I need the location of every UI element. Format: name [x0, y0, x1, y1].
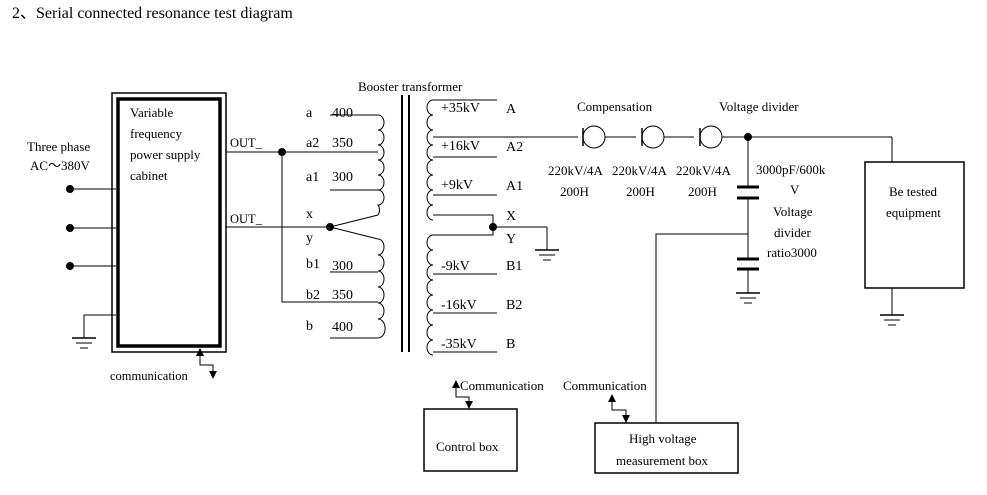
hv-box-label-line1: High voltage: [629, 431, 697, 446]
primary-tap-b: b: [306, 319, 313, 334]
phase-terminal-2: [66, 224, 74, 232]
booster-title: Booster transformer: [358, 79, 463, 94]
reactor-2-icon: [641, 125, 665, 149]
secondary-tap-Y: Y: [506, 232, 516, 247]
reactor-2-inductance: 200H: [626, 184, 655, 199]
hv-comm-label: Communication: [563, 378, 647, 393]
wire-x: [329, 214, 379, 228]
primary-volt-b2: 350: [332, 288, 353, 303]
source-label-line2: AC～380V: [30, 158, 91, 173]
power-supply-cabinet: [111, 92, 227, 353]
hv-box-label-line2: measurement box: [616, 453, 709, 468]
phase-terminal-3: [66, 262, 74, 270]
hv-comm-arrow-icon: [608, 394, 630, 423]
divider-capacitors: [737, 137, 759, 293]
junction-primary-top: [278, 148, 286, 156]
primary-tap-a2: a2: [306, 136, 319, 151]
wire-y: [329, 226, 379, 240]
secondary-ground-icon: [535, 227, 559, 261]
divider-ratio-line3: ratio3000: [767, 245, 817, 260]
primary-volt-b1: 300: [332, 259, 353, 274]
reactor-1-rating: 220kV/4A: [548, 163, 604, 178]
secondary-tap-B1: B1: [506, 259, 522, 274]
primary-tap-b1: b1: [306, 257, 320, 272]
dut-label-line2: equipment: [886, 205, 941, 220]
cabinet-ground-icon: [72, 314, 116, 349]
secondary-tap-A2: A2: [506, 140, 523, 155]
dut-label-line1: Be tested: [889, 184, 938, 199]
cabinet-comm-arrow-icon: [196, 348, 217, 379]
hv-measurement-box: [594, 422, 739, 474]
cabinet-label-line2: frequency: [130, 126, 182, 141]
divider-title: Voltage divider: [719, 99, 799, 114]
diagram-title: 2、Serial connected resonance test diagra…: [12, 5, 293, 22]
reactor-3-rating: 220kV/4A: [676, 163, 732, 178]
secondary-kv-a: +35kV: [441, 101, 480, 116]
primary-volt-b: 400: [332, 320, 353, 335]
dut-box: [864, 161, 965, 289]
secondary-tap-X: X: [506, 209, 516, 224]
cabinet-label-line3: power supply: [130, 147, 201, 162]
control-box-label: Control box: [436, 439, 499, 454]
secondary-coil-upper-icon: [426, 99, 434, 221]
cabinet-out-bottom: OUT_: [230, 212, 263, 226]
reactor-3-icon: [699, 125, 723, 149]
control-box: [423, 408, 518, 472]
secondary-kv-b: -35kV: [441, 337, 477, 352]
primary-volt-a1: 300: [332, 170, 353, 185]
secondary-kv-b2: -16kV: [441, 298, 477, 313]
reactor-1-inductance: 200H: [560, 184, 589, 199]
divider-spec-line1: 3000pF/600k: [756, 162, 826, 177]
primary-tap-a1: a1: [306, 170, 319, 185]
primary-coil-upper-icon: [377, 114, 385, 216]
divider-ratio-line2: divider: [774, 225, 811, 240]
source-label-line1: Three phase: [27, 139, 90, 154]
cabinet-label-line4: cabinet: [130, 168, 168, 183]
reactor-3-inductance: 200H: [688, 184, 717, 199]
transformer-core: [401, 95, 410, 352]
cabinet-label-line1: Variable: [130, 105, 174, 120]
secondary-tap-B: B: [506, 337, 515, 352]
secondary-kv-b1: -9kV: [441, 259, 470, 274]
divider-spec-line2: V: [790, 182, 800, 197]
secondary-kv-a1: +9kV: [441, 178, 473, 193]
primary-tap-x: x: [306, 207, 313, 222]
control-comm-label: Communication: [460, 378, 544, 393]
reactor-1-icon: [582, 125, 606, 149]
secondary-tap-A: A: [506, 102, 517, 117]
primary-volt-a: 400: [332, 106, 353, 121]
primary-coil-lower-icon: [377, 238, 386, 339]
control-comm-arrow-icon: [452, 380, 473, 409]
compensation-title: Compensation: [577, 99, 653, 114]
primary-tap-y: y: [306, 231, 313, 246]
three-phase-inputs: [66, 185, 116, 270]
cabinet-comm-label: communication: [110, 369, 189, 383]
divider-ratio-line1: Voltage: [773, 204, 813, 219]
secondary-kv-a2: +16kV: [441, 139, 480, 154]
primary-tap-a: a: [306, 106, 313, 121]
reactor-2-rating: 220kV/4A: [612, 163, 668, 178]
dut-ground-icon: [880, 288, 904, 326]
secondary-coil-lower-icon: [426, 234, 434, 356]
secondary-tap-A1: A1: [506, 179, 523, 194]
primary-volt-a2: 350: [332, 136, 353, 151]
cabinet-out-top: OUT_: [230, 136, 263, 150]
wire-primary-link: [281, 152, 378, 303]
primary-tap-b2: b2: [306, 288, 320, 303]
wire-measurement: [655, 233, 748, 423]
divider-ground-icon: [736, 292, 760, 304]
phase-terminal-1: [66, 185, 74, 193]
secondary-tap-B2: B2: [506, 298, 522, 313]
